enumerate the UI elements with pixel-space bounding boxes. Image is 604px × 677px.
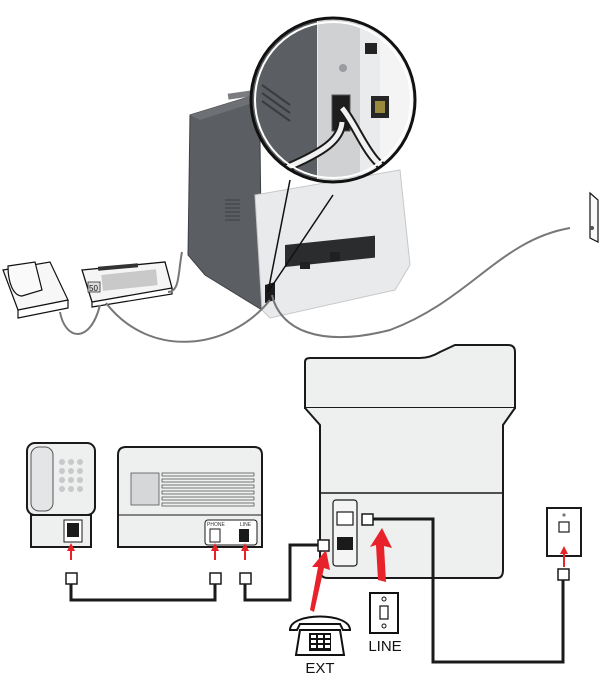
label-ext: EXT <box>305 660 334 677</box>
arrow-line <box>370 528 392 582</box>
port-label-line: LINE <box>240 522 252 528</box>
photo-cables <box>59 227 571 343</box>
printer-photo <box>187 89 411 319</box>
schematic-cables <box>69 517 565 664</box>
label-line: LINE <box>368 638 401 655</box>
telephone-photo <box>2 261 69 319</box>
line-wallplate-icon <box>369 592 399 634</box>
arrow-ext <box>310 550 330 612</box>
printer-schematic <box>304 344 516 579</box>
telephone-schematic <box>26 442 96 548</box>
printer-ext-port <box>336 511 354 526</box>
printer-line-port <box>337 537 353 550</box>
answering-machine-schematic: PHONE LINE <box>117 446 263 548</box>
callout-line <box>267 179 291 293</box>
answering-machine-display: 50 <box>89 284 98 293</box>
callout-line <box>267 194 334 293</box>
answering-machine-phone-port <box>209 528 221 543</box>
telephone-port <box>67 523 79 537</box>
wall-jack-photo <box>589 191 599 243</box>
printer-port-panel <box>332 499 358 567</box>
zoom-callout-circle <box>249 16 417 184</box>
answering-machine-photo: 50 <box>81 261 173 308</box>
connection-arrows <box>67 543 568 567</box>
wall-jack-schematic <box>546 507 582 557</box>
photo-illustration: 50 <box>2 16 599 343</box>
port-label-phone: PHONE <box>207 522 225 528</box>
answering-machine-line-port <box>239 529 249 542</box>
schematic-illustration: PHONE LINE <box>26 344 582 677</box>
extension-phone-icon <box>288 615 352 656</box>
